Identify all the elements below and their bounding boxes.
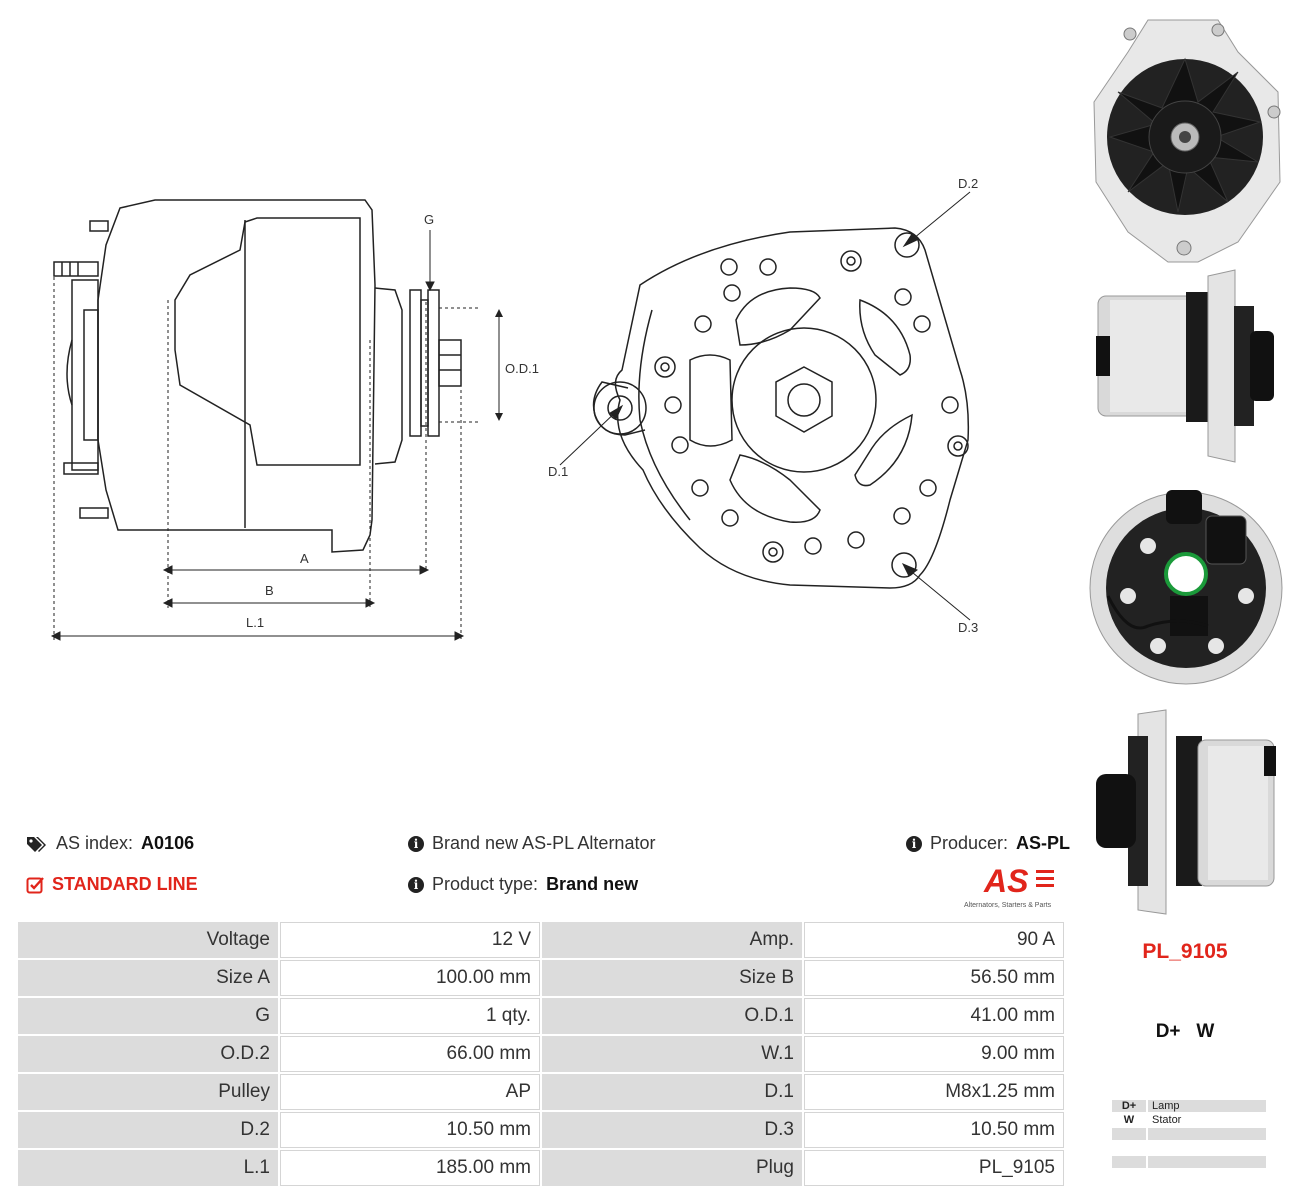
label-d2: D.2 [958, 176, 978, 191]
spec-label: O.D.2 [18, 1036, 278, 1072]
brand-new-text: Brand new AS-PL Alternator [432, 833, 656, 853]
tags-icon [27, 836, 46, 852]
spec-value: 12 V [280, 922, 540, 958]
plug-pin-description [1148, 1142, 1266, 1154]
as-index-row: AS index: A0106 [26, 833, 194, 854]
spec-value: 66.00 mm [280, 1036, 540, 1072]
spec-label: W.1 [542, 1036, 802, 1072]
product-photo-side-left[interactable] [1088, 706, 1284, 920]
plug-pin-code [1112, 1156, 1146, 1168]
spec-label: D.2 [18, 1112, 278, 1148]
producer-value: AS-PL [1016, 833, 1071, 853]
standard-line-label: STANDARD LINE [52, 874, 198, 894]
spec-label: Pulley [18, 1074, 278, 1110]
spec-label: L.1 [18, 1150, 278, 1186]
spec-label: D.1 [542, 1074, 802, 1110]
plug-legend-row [1112, 1142, 1266, 1154]
check-square-icon [26, 876, 44, 893]
label-a: A [300, 551, 309, 566]
as-index-value: A0106 [141, 833, 195, 853]
spec-value: 100.00 mm [280, 960, 540, 996]
label-g: G [424, 212, 434, 227]
spec-label: O.D.1 [542, 998, 802, 1034]
plug-pin-code: W [1123, 1114, 1135, 1126]
spec-value: 1 qty. [280, 998, 540, 1034]
spec-value: 41.00 mm [804, 998, 1064, 1034]
logo-tagline: Alternators, Starters & Parts [964, 902, 1052, 909]
plug-pin-code: D+ [1112, 1100, 1146, 1112]
label-l1: L.1 [246, 615, 264, 630]
spec-label: D.3 [542, 1112, 802, 1148]
info-circle-icon: i [408, 835, 424, 852]
plug-legend-row [1112, 1156, 1266, 1168]
plug-pin-description [1148, 1156, 1266, 1168]
svg-text:AS: AS [983, 864, 1029, 896]
spec-value: 10.50 mm [804, 1112, 1064, 1148]
plug-pins: D+ W [1155, 1021, 1215, 1042]
front-view-drawing: D.2 D.3 D.1 [548, 176, 978, 635]
producer-row: i Producer: AS-PL [906, 833, 1070, 854]
as-index-label: AS index: [56, 833, 134, 853]
as-pl-logo[interactable]: AS Alternators, Starters & Parts [964, 863, 1068, 909]
spec-value: AP [280, 1074, 540, 1110]
plug-pin-description: Stator [1152, 1114, 1182, 1126]
spec-value: 185.00 mm [280, 1150, 540, 1186]
info-circle-icon: i [408, 876, 424, 893]
spec-label: G [18, 998, 278, 1034]
spec-value: 9.00 mm [804, 1036, 1064, 1072]
spec-label: Size B [542, 960, 802, 996]
as-logo-mark: AS [983, 863, 1054, 899]
spec-value: 90 A [804, 922, 1064, 958]
plug-legend-row: D+Lamp [1112, 1100, 1266, 1112]
label-d1: D.1 [548, 464, 568, 479]
od1-dimension-line [495, 309, 503, 421]
product-type-label: Product type: [432, 874, 539, 894]
side-view-drawing: G A B L.1 [50, 199, 480, 641]
standard-line-row: STANDARD LINE [26, 874, 198, 895]
plug-pin-code [1112, 1142, 1146, 1154]
spec-label: Voltage [18, 922, 278, 958]
plug-pin-description [1148, 1128, 1266, 1140]
label-b: B [265, 583, 274, 598]
product-photo-side-right[interactable] [1090, 266, 1286, 466]
spec-value: PL_9105 [804, 1150, 1064, 1186]
plug-code[interactable]: PL_9105 [1142, 940, 1228, 963]
product-photo-rear[interactable] [1088, 476, 1284, 700]
product-photo-front[interactable] [1088, 12, 1284, 268]
spec-value: M8x1.25 mm [804, 1074, 1064, 1110]
spec-value: 10.50 mm [280, 1112, 540, 1148]
plug-pin-code [1112, 1128, 1146, 1140]
product-type-value: Brand new [546, 874, 639, 894]
plug-legend-row: W Stator [1112, 1114, 1266, 1126]
brand-new-row: i Brand new AS-PL Alternator [408, 833, 655, 854]
spec-value: 56.50 mm [804, 960, 1064, 996]
plug-legend-row [1112, 1128, 1266, 1140]
producer-label: Producer: [930, 833, 1009, 853]
spec-label: Size A [18, 960, 278, 996]
plug-pin-description: Lamp [1148, 1100, 1266, 1112]
label-od1: O.D.1 [505, 361, 539, 376]
spec-label: Plug [542, 1150, 802, 1186]
label-d3: D.3 [958, 620, 978, 635]
info-circle-icon: i [906, 835, 922, 852]
product-type-row: i Product type: Brand new [408, 874, 638, 895]
spec-label: Amp. [542, 922, 802, 958]
